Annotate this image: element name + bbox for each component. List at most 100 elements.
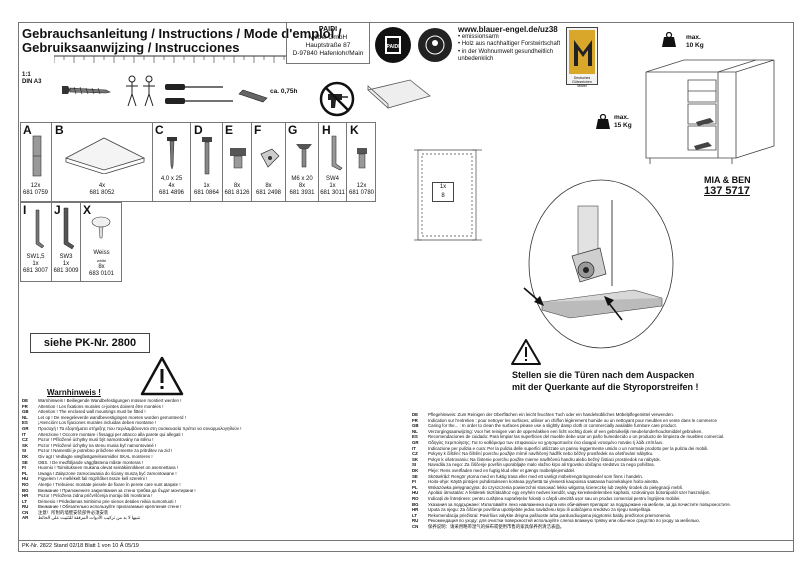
parts-table	[20, 122, 376, 202]
divider	[285, 122, 286, 202]
country-code: AR	[22, 515, 29, 521]
blauer-item: • Holz aus nachhaltiger Forstwirtschaft	[458, 41, 561, 47]
part-code: 681 2498	[255, 190, 282, 196]
paidi-logo-icon: PAIDI	[375, 27, 411, 63]
warnings-text: Giv agt ! Vedlagte vægfastgørelsesmidler…	[38, 453, 153, 459]
country-code: HR	[22, 493, 29, 499]
tool-code: 681 3009	[53, 268, 79, 274]
bolt-d-icon	[202, 137, 212, 175]
part-letter-a: A	[23, 123, 32, 137]
tool-letter-i: I	[23, 203, 27, 217]
care-text: Indicazione per pulizia e cura: Per la p…	[428, 445, 709, 451]
divider	[51, 122, 52, 202]
warning-triangle-icon	[140, 356, 184, 396]
country-code: IT	[412, 445, 416, 451]
pk-reference: siehe PK-Nr. 2800	[30, 333, 150, 353]
company-address: PAIDI Möbel GmbH Hauptstraße 87 D-97840 …	[288, 26, 368, 58]
care-text: Ápolási útmutatás: A felületek tisztítás…	[428, 490, 711, 496]
care-text: Navodila za nego: Za čiščenje površin up…	[428, 462, 655, 468]
screw-g-icon	[296, 144, 312, 168]
warnings-text: تنبيها لا بد من تركيب الأدوات المرفقة لل…	[38, 515, 141, 521]
warnings-text: Let op ! De meegeleverde wandbevestiging…	[38, 414, 186, 420]
warnings-text: Uwaga ! Załączone zamocowania do ściany …	[38, 470, 177, 476]
connector-k-icon	[357, 148, 367, 169]
country-code: CN	[22, 509, 29, 515]
country-code: RO	[22, 481, 29, 487]
part-code: 681 0759	[22, 190, 49, 196]
country-code: ES	[22, 420, 28, 426]
part-qty: 12x	[30, 183, 41, 189]
part-code: 681 3931	[289, 190, 315, 196]
warnings-text: Pozor ! Namestiti je potrebno priložene …	[38, 448, 173, 454]
cabinet-illustration	[645, 59, 775, 164]
country-code: SI	[22, 448, 27, 454]
country-code: GR	[22, 425, 29, 431]
part-code: 681 4896	[158, 190, 185, 196]
part-letter-d: D	[194, 123, 203, 137]
door-instruction: Stellen sie die Türen nach dem Auspacken…	[512, 369, 699, 393]
divider	[80, 202, 81, 282]
care-text: Pokyn k ošetrovaniu: Na čistenie povrchu…	[428, 456, 661, 462]
blauer-engel-icon	[418, 28, 452, 62]
care-text: Pflegehinweis: Zum Reinigen der Oberfläc…	[428, 412, 675, 417]
company-name: PAIDI	[318, 26, 338, 33]
part-color-en: white	[96, 258, 107, 263]
care-text: Indicații de întreținere: pentru curățir…	[428, 495, 681, 501]
screwdrivers-icon	[165, 84, 268, 104]
footer-info: PK-Nr. 2822 Stand 02/18 Blatt 1 von 10 Ä…	[22, 543, 139, 549]
max-weight-drawer: max. 15 Kg	[614, 114, 632, 130]
hinge-detail-circle	[528, 179, 674, 349]
arrow-down-icon	[523, 287, 544, 306]
blauer-item: • emissionsarm	[458, 33, 499, 40]
page-frame	[18, 22, 794, 552]
country-code: CN	[412, 523, 419, 529]
part-qty: 4x	[168, 183, 175, 189]
country-code: GB	[22, 409, 29, 415]
country-code: GB	[412, 423, 419, 429]
gs-label-text: Deutsches Gütezeichen Möbel	[572, 76, 592, 88]
bracket-icon	[260, 148, 280, 168]
country-code: ES	[412, 434, 418, 440]
care-text: Recomendaciones de cuidado: Para limpiar…	[428, 434, 725, 440]
allen-key-i-icon	[35, 209, 45, 249]
country-code: BG	[22, 487, 29, 493]
warnings-text: Huomio ! Toimitukseen mukana olevat sein…	[38, 465, 179, 471]
part-qty: 8x	[98, 264, 105, 270]
part-letter-b: B	[55, 123, 64, 137]
part-size: 4,0 x 25	[160, 176, 183, 182]
country-code: FR	[412, 417, 418, 423]
part-letter-k: K	[350, 123, 359, 137]
warnings-text: Внимание ! Обязательно используйте прила…	[38, 504, 182, 510]
care-text: Pokyny k čištění: Na čištění povrchu pou…	[428, 451, 654, 457]
paper-format: DIN A3	[22, 79, 42, 85]
screw-icon	[62, 86, 111, 95]
care-text: Οδηγίες περιποίησης: Για το καθάρισμα τω…	[428, 439, 664, 445]
divider	[152, 122, 153, 202]
country-code: FR	[22, 403, 28, 409]
tool-qty: 1x	[62, 261, 70, 267]
part-code: 681 3011	[320, 190, 345, 196]
door-qty: 1x	[439, 184, 447, 190]
country-code: SK	[412, 456, 419, 462]
warnings-text: Pozor ! Priložené úchytky na stenu musia…	[38, 442, 157, 448]
part-size: SW4	[325, 176, 339, 182]
warnings-text: 注意！所附的墙壁安装部件必须安装	[38, 509, 109, 515]
